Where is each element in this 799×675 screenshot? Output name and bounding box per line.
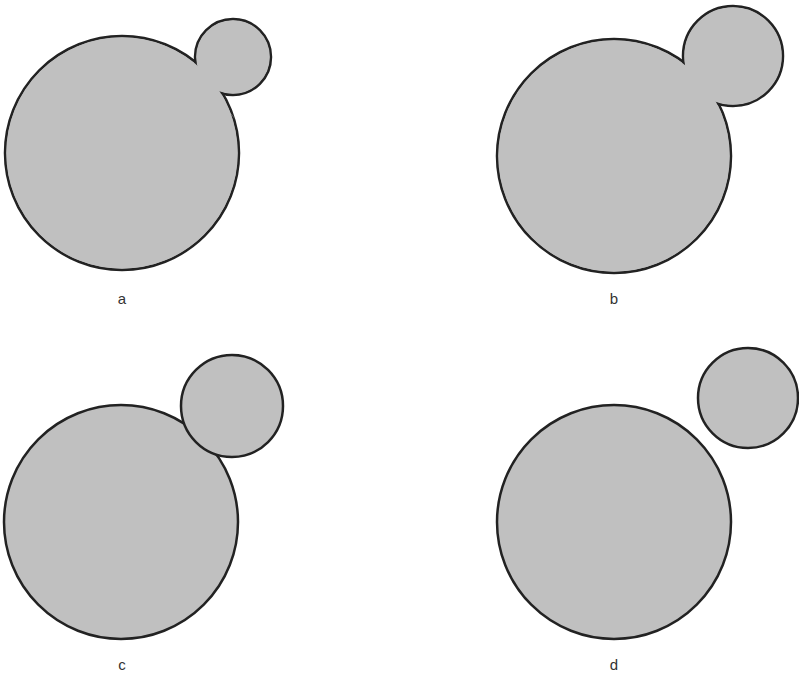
panel-label: c <box>118 657 126 672</box>
budding-cell <box>5 19 271 270</box>
budding-cell <box>4 355 283 639</box>
panel-label: b <box>610 291 618 306</box>
budding-cell <box>497 6 783 273</box>
panel-label: a <box>118 291 126 306</box>
budding-cell <box>497 348 798 639</box>
panel-label: d <box>610 657 618 672</box>
